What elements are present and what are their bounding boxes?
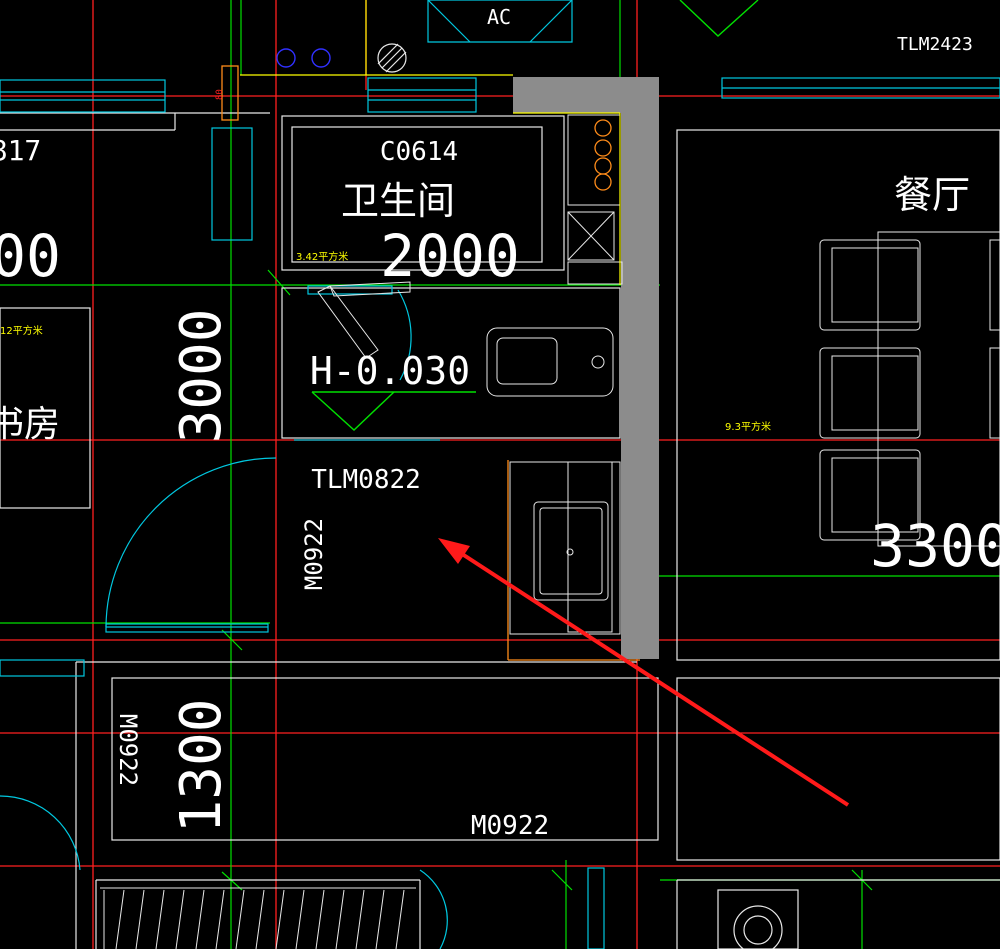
equipment-symbols [276, 0, 759, 73]
m0922-left-label: M0922 [300, 518, 328, 590]
dim-80: 80 [215, 89, 225, 100]
dining-label: 餐厅 [894, 173, 970, 217]
dim-00: 00 [0, 222, 61, 290]
c0614-label: C0614 [380, 137, 458, 167]
dim-817: 817 [0, 134, 41, 167]
corridor-dimension: 1300 [169, 699, 234, 834]
ac-label: AC [487, 5, 511, 29]
bathroom-fixtures [486, 114, 623, 635]
elevation-label: H-0.030 [310, 349, 470, 393]
study-label: 书房 [0, 404, 60, 445]
dining-furniture [819, 231, 1000, 547]
elevation-marker [311, 391, 476, 431]
bathroom-label: 卫生间 [341, 179, 455, 223]
tlm0822-label: TLM0822 [311, 465, 421, 495]
study-area: 12平方米 [0, 324, 43, 337]
study-dimension: 3000 [169, 309, 234, 444]
room-outlines [0, 112, 1000, 949]
m0922-lower-left-label: M0922 [114, 714, 142, 786]
bathroom-area: 3.42平方米 [296, 250, 348, 263]
wall-edges [240, 0, 621, 285]
bathroom-dimension: 2000 [380, 222, 520, 290]
folding-door [317, 281, 411, 359]
tlm2423-label: TLM2423 [897, 34, 973, 55]
walls [513, 77, 659, 659]
utility-pipes [221, 65, 640, 661]
dining-area: 9.3平方米 [725, 420, 771, 433]
annotation-arrow [438, 538, 850, 807]
dining-dimension: 3300 [870, 512, 1000, 580]
balcony-railing [100, 887, 416, 949]
m0922-bottom-label: M0922 [471, 811, 549, 841]
